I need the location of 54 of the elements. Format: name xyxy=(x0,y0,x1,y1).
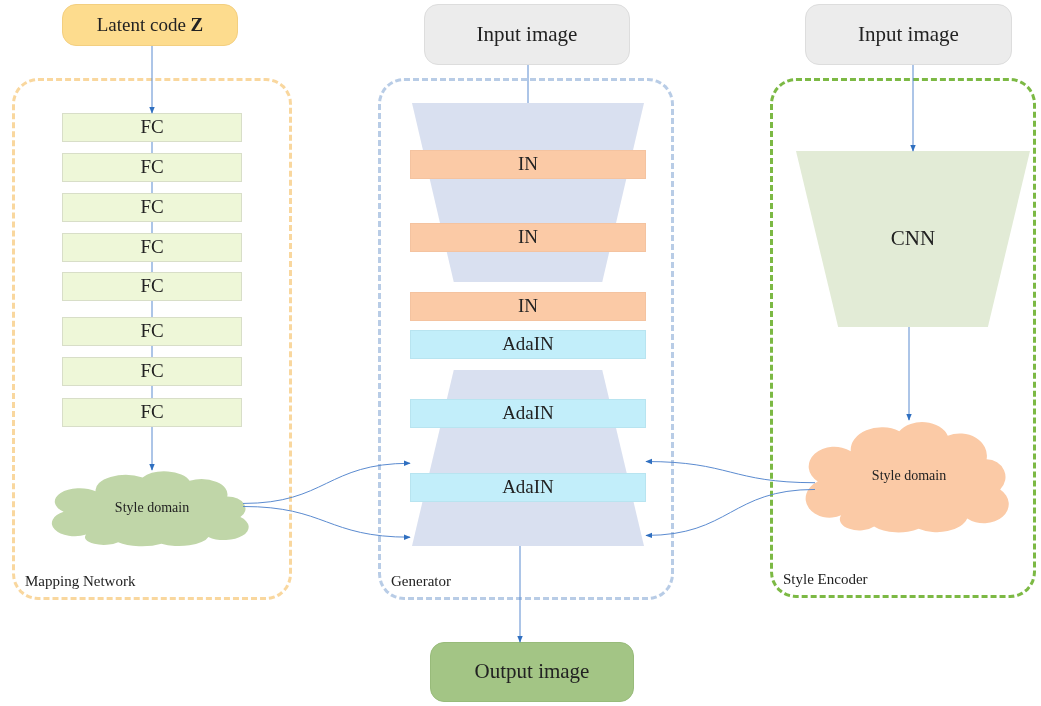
layer-box xyxy=(62,233,242,262)
box-label: FC xyxy=(140,197,164,218)
box-label: FC xyxy=(140,402,164,423)
box-label: FC xyxy=(140,117,164,138)
mapping-network-group xyxy=(12,78,292,600)
norm-layer-box xyxy=(410,292,646,321)
box-label: AdaIN xyxy=(502,403,554,424)
box-label: CNN xyxy=(890,227,936,251)
connector-arrow xyxy=(906,326,912,421)
connector-arrow xyxy=(517,545,523,643)
layer-box xyxy=(62,193,242,222)
connector-arrow xyxy=(242,460,411,504)
box-label: FC xyxy=(140,361,164,382)
style-encoder-group xyxy=(770,78,1036,598)
box-label: Input image xyxy=(476,22,578,47)
box-label: FC xyxy=(140,237,164,258)
group-label: Style Encoder xyxy=(783,570,868,587)
norm-layer-box xyxy=(410,223,646,252)
input-box xyxy=(62,4,238,46)
box-label: IN xyxy=(517,154,539,175)
layer-box xyxy=(62,398,242,427)
adain-layer-box xyxy=(410,330,646,359)
cloud-label: Style domain xyxy=(114,500,190,516)
connector-arrow xyxy=(149,426,155,471)
generator-group xyxy=(378,78,674,600)
connector-arrow xyxy=(242,506,411,540)
box-label: IN xyxy=(517,296,539,317)
group-label: Mapping Network xyxy=(25,572,136,589)
layer-box xyxy=(62,272,242,301)
box-label: FC xyxy=(140,321,164,342)
input-box xyxy=(424,4,630,65)
layer-box xyxy=(62,113,242,142)
box-label: AdaIN xyxy=(502,334,554,355)
box-label: AdaIN xyxy=(502,477,554,498)
input-box xyxy=(805,4,1012,65)
box-label: Input image xyxy=(858,22,959,47)
adain-layer-box xyxy=(410,399,646,428)
layer-box xyxy=(62,153,242,182)
layer-box xyxy=(62,317,242,346)
connector-arrow xyxy=(910,64,916,152)
box-label: IN xyxy=(517,227,539,248)
connector-arrow xyxy=(645,458,816,484)
connector-arrow xyxy=(645,488,816,538)
norm-layer-box xyxy=(410,150,646,179)
output-box xyxy=(430,642,634,702)
connector-arrow xyxy=(149,45,155,114)
box-label: FC xyxy=(140,276,164,297)
layer-box xyxy=(62,357,242,386)
adain-layer-box xyxy=(410,473,646,502)
box-label: Latent code Z xyxy=(96,14,204,36)
cloud-label: Style domain xyxy=(871,468,947,484)
box-label: FC xyxy=(140,157,164,178)
box-label: Output image xyxy=(474,660,590,684)
group-label: Generator xyxy=(391,572,451,589)
